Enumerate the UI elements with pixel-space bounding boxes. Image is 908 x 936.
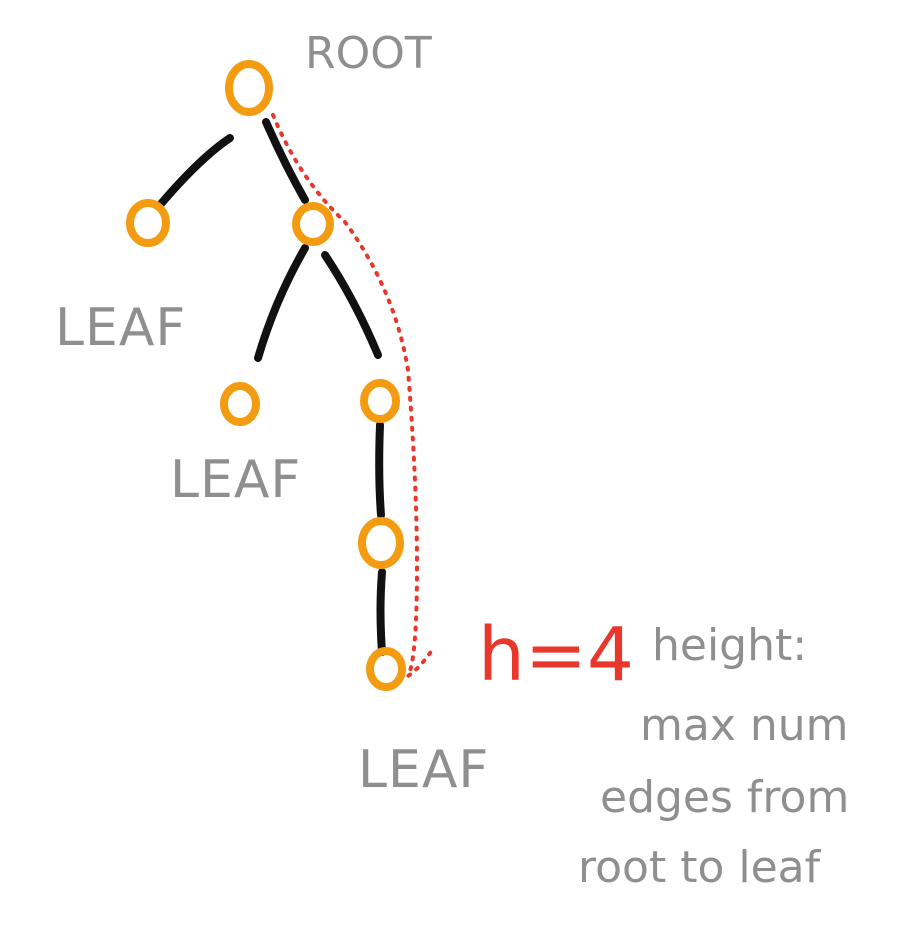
edge-child-right-to-child-inner — [321, 251, 382, 359]
node-leaf-middle — [220, 382, 260, 426]
tree-edges — [156, 118, 386, 656]
definition-line-1: height: — [652, 620, 807, 671]
node-child-deep — [358, 517, 404, 569]
node-leaf-left — [126, 199, 170, 247]
height-value-label: h=4 — [478, 612, 634, 698]
definition-line-4: root to leaf — [578, 842, 822, 893]
edge-root-to-leaf-left — [156, 134, 234, 209]
height-path — [271, 113, 434, 678]
edge-child-deep-to-leaf-bottom — [376, 568, 386, 656]
edge-child-right-to-leaf-middle — [254, 244, 309, 362]
node-child-right — [292, 202, 334, 246]
root-label: ROOT — [305, 28, 432, 79]
leaf-label-bottom: LEAF — [358, 740, 489, 800]
node-root — [225, 60, 273, 116]
leaf-label-middle: LEAF — [170, 450, 301, 510]
node-leaf-bottom — [366, 647, 406, 691]
leaf-label-left: LEAF — [55, 298, 186, 358]
edge-root-to-child-right — [262, 118, 309, 204]
definition-line-2: max num — [640, 700, 848, 751]
tree-nodes — [126, 60, 406, 691]
definition-line-3: edges from — [600, 772, 849, 823]
edge-child-inner-to-child-deep — [375, 421, 385, 519]
node-child-inner — [360, 379, 400, 423]
